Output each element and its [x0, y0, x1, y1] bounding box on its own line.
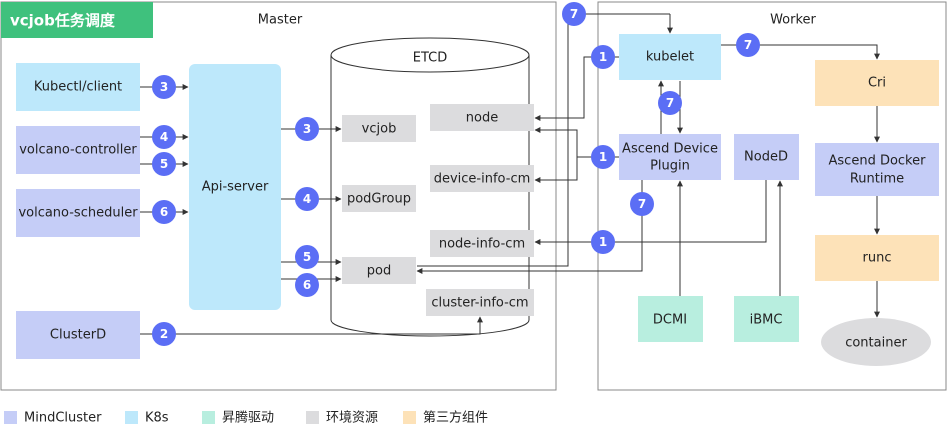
node-info-cm-label: node-info-cm: [439, 237, 525, 252]
svg-text:7: 7: [638, 197, 646, 211]
svg-text:6: 6: [303, 278, 311, 292]
dcmi-box: [638, 296, 703, 342]
clusterd-box: [16, 311, 140, 359]
svg-text:1: 1: [599, 50, 607, 64]
volcano-scheduler-label: volcano-scheduler: [18, 206, 138, 221]
step-badge-3-kubectl: 3: [152, 75, 176, 99]
cluster-info-cm-label: cluster-info-cm: [431, 296, 528, 311]
step-badge-2-clusterd: 2: [152, 322, 176, 346]
kubectl-box: [16, 63, 140, 111]
ascend-device-plugin-label-2: Plugin: [650, 159, 690, 174]
noded-box: [734, 134, 799, 180]
legend-swatch-mindcluster: [4, 411, 17, 424]
podgroup-box: [342, 185, 416, 212]
legend-thirdparty: 第三方组件: [423, 410, 488, 426]
kubectl-label: Kubectl/client: [34, 80, 122, 95]
line-kubelet-pod-watch: [417, 13, 670, 267]
step-badge-5-controller: 5: [152, 152, 176, 176]
step-badge-1-kubelet: 1: [591, 45, 615, 69]
step-badge-7-cri: 7: [736, 33, 760, 57]
container-ellipse: [821, 318, 931, 366]
legend-mindcluster: MindCluster: [24, 411, 102, 426]
legend-swatch-thirdparty: [403, 411, 416, 424]
svg-text:3: 3: [160, 80, 168, 94]
ascend-docker-runtime-label-1: Ascend Docker: [829, 154, 927, 169]
master-label: Master: [258, 13, 303, 28]
legend-driver: 昇腾驱动: [222, 410, 274, 426]
dcmi-label: DCMI: [653, 313, 687, 328]
vcjob-label: vcjob: [362, 122, 397, 137]
step-badge-3-vcjob: 3: [295, 117, 319, 141]
legend-env: 环境资源: [326, 411, 378, 426]
svg-text:7: 7: [570, 7, 578, 21]
svg-text:3: 3: [303, 122, 311, 136]
ascend-docker-runtime-label-2: Runtime: [850, 172, 904, 187]
cri-box: [815, 60, 939, 106]
legend-k8s: K8s: [145, 411, 169, 426]
step-badge-7-plugin-pod: 7: [630, 192, 654, 216]
svg-text:7: 7: [744, 38, 752, 52]
pod-label: pod: [367, 264, 391, 279]
volcano-controller-label: volcano-controller: [19, 143, 137, 158]
step-badge-4-controller: 4: [152, 125, 176, 149]
ibmc-box: [734, 296, 799, 342]
diagram-title: vcjob任务调度: [10, 12, 116, 30]
legend-swatch-env: [306, 411, 319, 424]
volcano-controller-box: [16, 126, 140, 174]
svg-text:4: 4: [303, 192, 311, 206]
apiserver-box: [189, 64, 281, 310]
node-box: [430, 104, 534, 131]
svg-text:2: 2: [160, 327, 168, 341]
cluster-info-cm-box: [426, 289, 534, 316]
master-frame: [0, 1, 557, 391]
device-info-cm-label: device-info-cm: [434, 172, 531, 187]
step-badge-6-scheduler: 6: [152, 200, 176, 224]
step-badge-7-watch: 7: [562, 2, 586, 26]
node-info-cm-box: [430, 230, 534, 257]
node-label: node: [466, 111, 498, 126]
ascend-docker-runtime-box: [815, 143, 939, 196]
step-badge-1-plugin: 1: [591, 145, 615, 169]
step-badge-1-noded: 1: [591, 230, 615, 254]
svg-text:1: 1: [599, 235, 607, 249]
volcano-scheduler-box: [16, 189, 140, 237]
svg-text:5: 5: [160, 157, 168, 171]
legend-swatch-driver: [202, 411, 215, 424]
title-banner: [1, 2, 153, 38]
container-label: container: [845, 336, 907, 351]
arrow-clusterd-clusterinfo: [140, 316, 483, 335]
runc-label: runc: [863, 251, 892, 266]
runc-box: [815, 235, 939, 281]
clusterd-label: ClusterD: [50, 328, 106, 343]
step-badge-6-pod: 6: [295, 273, 319, 297]
svg-text:5: 5: [303, 250, 311, 264]
svg-text:7: 7: [666, 96, 674, 110]
ascend-device-plugin-label-1: Ascend Device: [622, 142, 718, 157]
worker-frame: [597, 1, 947, 391]
kubelet-box: [619, 34, 721, 80]
legend: MindCluster K8s 昇腾驱动 环境资源 第三方组件: [4, 410, 488, 426]
step-badge-7-kubelet-plugin: 7: [658, 91, 682, 115]
svg-text:6: 6: [160, 205, 168, 219]
noded-label: NodeD: [744, 150, 788, 165]
worker-label: Worker: [770, 13, 816, 28]
etcd-label: ETCD: [413, 51, 447, 66]
svg-text:4: 4: [160, 130, 168, 144]
cri-label: Cri: [868, 76, 886, 91]
podgroup-label: podGroup: [347, 192, 411, 207]
kubelet-label: kubelet: [646, 50, 694, 65]
arrow-kubelet-cri: [721, 44, 880, 60]
legend-swatch-k8s: [125, 411, 138, 424]
ibmc-label: iBMC: [750, 313, 783, 328]
vcjob-box: [342, 115, 416, 142]
device-info-cm-box: [430, 165, 534, 192]
step-badge-5-pod: 5: [295, 245, 319, 269]
apiserver-label: Api-server: [202, 180, 269, 195]
svg-text:1: 1: [599, 150, 607, 164]
pod-box: [342, 257, 416, 284]
ascend-device-plugin-box: [619, 134, 721, 180]
step-badge-4-podgroup: 4: [295, 187, 319, 211]
